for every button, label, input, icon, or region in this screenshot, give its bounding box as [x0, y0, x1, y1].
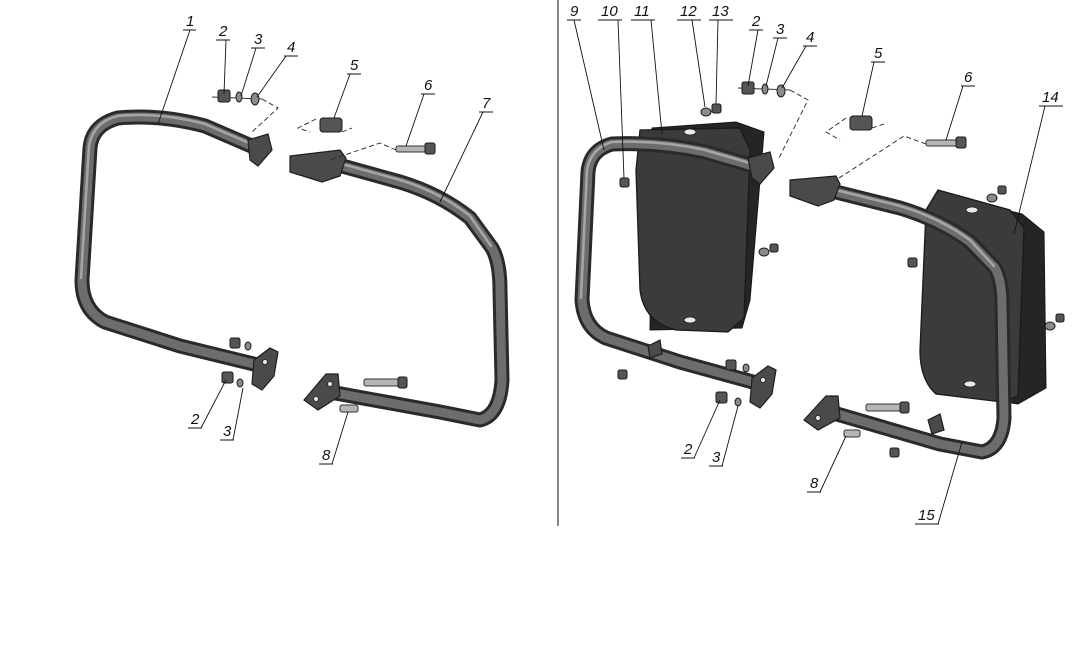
- svg-text:13: 13: [712, 3, 729, 20]
- svg-text:3: 3: [223, 423, 232, 440]
- svg-text:2: 2: [190, 411, 200, 428]
- right-view-left-frame: [574, 136, 768, 392]
- svg-text:5: 5: [874, 45, 883, 62]
- right-view-lower-fasteners: [617, 359, 910, 458]
- svg-text:9: 9: [570, 3, 579, 20]
- svg-text:5: 5: [350, 57, 359, 74]
- svg-text:2: 2: [218, 23, 228, 40]
- svg-text:4: 4: [806, 29, 814, 46]
- left-guard-frame: [74, 109, 270, 374]
- callout-1: 1: [157, 13, 196, 125]
- callout-11: 11: [631, 3, 663, 135]
- callout-4: 4: [256, 39, 298, 98]
- right-view: 9 10 11 12 13 2 3 4: [567, 3, 1065, 525]
- left-upper-fasteners: [211, 89, 436, 155]
- left-upper-bracket: [247, 133, 273, 167]
- svg-text:2: 2: [751, 13, 761, 30]
- callout-7: 7: [439, 95, 493, 203]
- left-shield: [635, 121, 765, 333]
- right-view-upper-fasteners: [619, 81, 1065, 331]
- callout-2: 2: [216, 23, 230, 95]
- svg-text:14: 14: [1042, 89, 1059, 106]
- callout-10: 10: [598, 3, 625, 179]
- svg-text:8: 8: [810, 475, 819, 492]
- callout-5-right: 5: [861, 45, 885, 117]
- callout-6: 6: [405, 77, 435, 147]
- svg-text:6: 6: [424, 77, 433, 94]
- callout-2-lower: 2: [188, 379, 227, 429]
- right-guard-frame: [322, 156, 510, 428]
- svg-text:7: 7: [482, 95, 491, 112]
- right-view-right-frame: [820, 182, 1012, 460]
- svg-text:1: 1: [186, 13, 194, 30]
- callout-3-right: 3: [765, 21, 787, 87]
- callout-5: 5: [333, 57, 361, 119]
- callout-3: 3: [240, 31, 265, 97]
- svg-text:6: 6: [964, 69, 973, 86]
- callout-3-lower: 3: [220, 387, 244, 441]
- callout-8: 8: [319, 411, 349, 465]
- callout-6-right: 6: [945, 69, 975, 141]
- svg-text:4: 4: [287, 39, 295, 56]
- svg-text:15: 15: [918, 507, 935, 524]
- left-lower-fasteners: [221, 337, 408, 413]
- svg-text:3: 3: [254, 31, 263, 48]
- callout-3-lower-right: 3: [709, 405, 739, 467]
- svg-text:2: 2: [683, 441, 693, 458]
- svg-text:12: 12: [680, 3, 697, 20]
- svg-text:3: 3: [712, 449, 721, 466]
- left-view: 1 2 3 4 5 6 7 2: [74, 13, 510, 465]
- left-lower-bracket: [251, 347, 279, 391]
- callout-4-right: 4: [781, 29, 817, 89]
- callout-2-right: 2: [747, 13, 763, 87]
- callout-15: 15: [915, 441, 963, 525]
- callout-8-right: 8: [807, 435, 847, 493]
- callout-2-lower-right: 2: [681, 399, 721, 459]
- callout-9: 9: [567, 3, 605, 151]
- callout-14: 14: [1013, 89, 1063, 235]
- callout-13: 13: [709, 3, 733, 105]
- svg-text:10: 10: [601, 3, 618, 20]
- svg-text:11: 11: [634, 3, 650, 20]
- svg-text:3: 3: [776, 21, 785, 38]
- right-upper-bracket: [289, 149, 347, 183]
- svg-text:8: 8: [322, 447, 331, 464]
- right-lower-bracket: [303, 373, 341, 411]
- callout-12: 12: [677, 3, 706, 108]
